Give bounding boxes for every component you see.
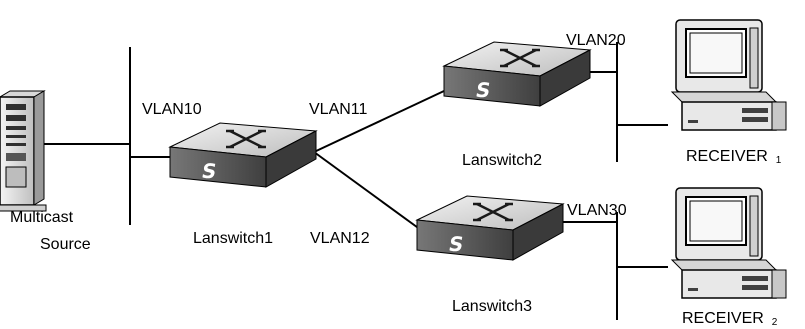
receiver2-computer-icon [671, 187, 787, 299]
label-vlan30: VLAN30 [567, 202, 627, 219]
switch-glyph: S [447, 232, 466, 256]
switch-glyph: S [200, 159, 219, 183]
server-tower-icon [0, 90, 47, 212]
network-links [44, 42, 668, 320]
label-lanswitch1: Lanswitch1 [193, 230, 273, 247]
lanswitch1-icon: S [168, 121, 318, 189]
label-receiver1: RECEIVER 1 [686, 148, 782, 166]
label-lanswitch3: Lanswitch3 [452, 298, 532, 315]
receiver1-index: 1 [776, 155, 782, 166]
lanswitch2-icon: S [442, 40, 592, 108]
label-source: Source [40, 236, 91, 253]
label-vlan10: VLAN10 [142, 101, 202, 118]
lanswitch3-icon: S [415, 194, 565, 262]
link-lanswitch1-lanswitch2 [313, 90, 445, 153]
receiver2-index: 2 [772, 317, 778, 328]
receiver1-computer-icon [671, 19, 787, 131]
label-lanswitch2: Lanswitch2 [462, 152, 542, 169]
link-lanswitch1-lanswitch3 [313, 151, 422, 231]
switch-glyph: S [474, 78, 493, 102]
label-vlan12: VLAN12 [310, 230, 370, 247]
label-vlan20: VLAN20 [566, 32, 626, 49]
label-multicast: Multicast [10, 209, 74, 226]
receiver1-name: RECEIVER [686, 148, 768, 165]
label-vlan11: VLAN11 [309, 101, 368, 118]
receiver2-name: RECEIVER [682, 310, 764, 327]
label-receiver2: RECEIVER 2 [682, 310, 778, 328]
